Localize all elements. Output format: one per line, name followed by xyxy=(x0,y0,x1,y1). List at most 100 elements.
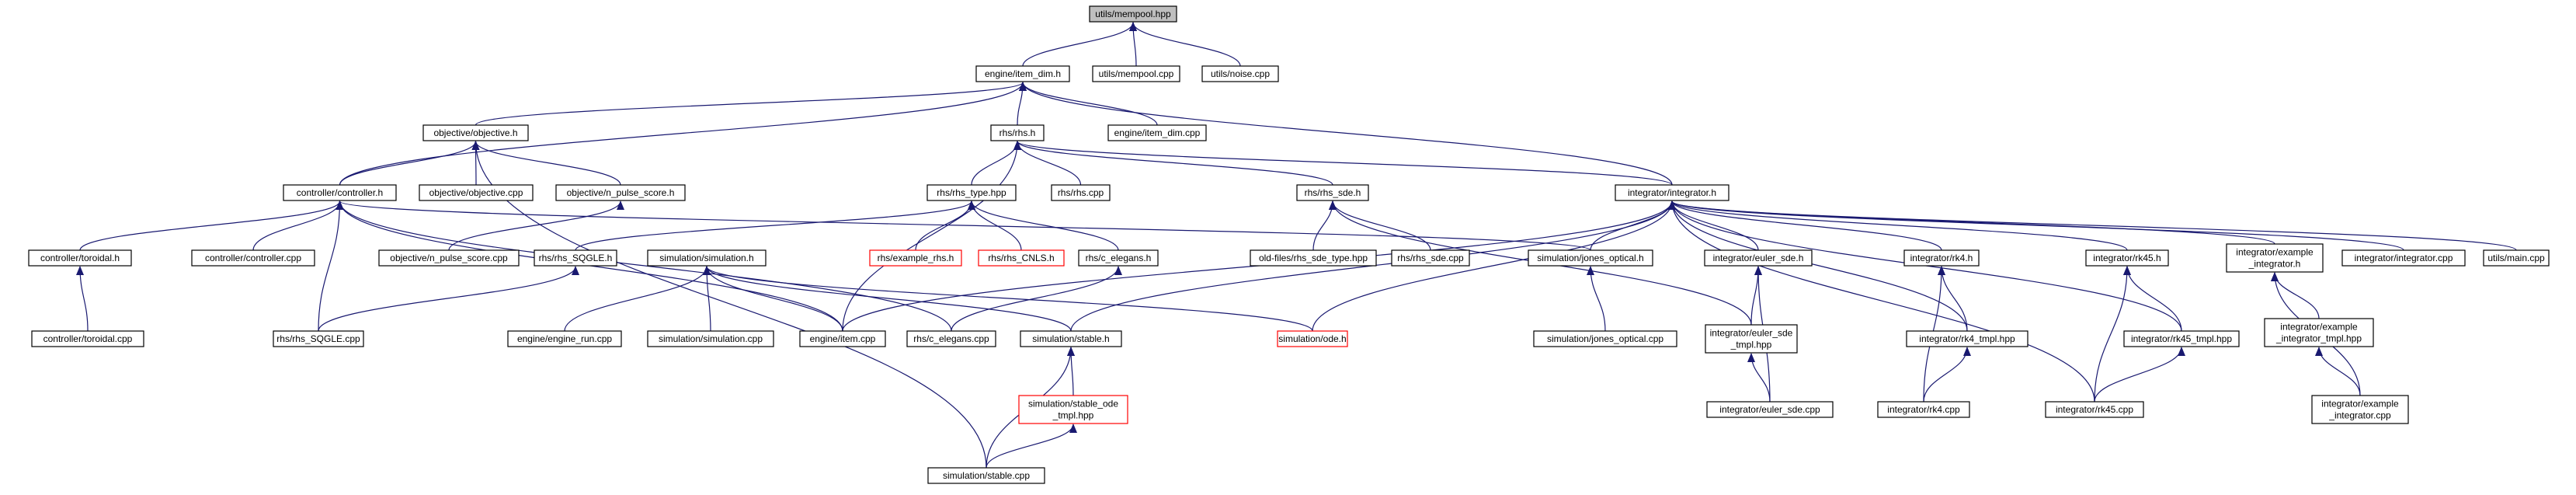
edge-ode_h-to-simulation_h xyxy=(703,266,1313,332)
node-n-pulse-h[interactable]: objective/n_pulse_score.h xyxy=(555,184,686,201)
node-item-dim-cpp[interactable]: engine/item_dim.cpp xyxy=(1107,124,1207,141)
node-box xyxy=(419,184,534,201)
node-integrator-h[interactable]: integrator/integrator.h xyxy=(1615,184,1730,201)
edge-rhs_sde_h-to-rhs_h xyxy=(1013,141,1333,186)
node-rhs-sde-cpp[interactable]: rhs/rhs_sde.cpp xyxy=(1391,249,1470,267)
node-example-integrator-h[interactable]: integrator/example_integrator.h xyxy=(2226,243,2324,273)
node-box xyxy=(1092,65,1180,82)
node-rhs-sqgle-h[interactable]: rhs/rhs_SQGLE.h xyxy=(534,249,617,267)
node-item-cpp[interactable]: engine/item.cpp xyxy=(799,330,886,347)
node-label: integrator/example xyxy=(2280,322,2358,333)
node-simulation-h[interactable]: simulation/simulation.h xyxy=(647,249,767,267)
node-main-cpp[interactable]: utils/main.cpp xyxy=(2483,249,2550,267)
node-euler-sde-tmpl[interactable]: integrator/euler_sde_tmpl.hpp xyxy=(1705,324,1798,354)
node-label: simulation/jones_optical.cpp xyxy=(1547,333,1663,344)
node-engine-run-cpp[interactable]: engine/engine_run.cpp xyxy=(507,330,622,347)
node-rk45-cpp[interactable]: integrator/rk45.cpp xyxy=(2045,401,2144,418)
node-box xyxy=(926,184,1017,201)
node-ode-h[interactable]: simulation/ode.h xyxy=(1277,330,1348,347)
node-label: integrator/rk4.h xyxy=(1910,253,1973,263)
node-label: simulation/ode.h xyxy=(1278,333,1346,344)
node-rhs-type-hpp[interactable]: rhs/rhs_type.hpp xyxy=(926,184,1017,201)
edge-n_pulse_h-to-objective_h xyxy=(471,141,621,186)
node-item-dim-h[interactable]: engine/item_dim.h xyxy=(975,65,1070,82)
node-rk4-h[interactable]: integrator/rk4.h xyxy=(1903,249,1980,267)
edge-rk45_h-to-integrator_h xyxy=(1668,200,2128,251)
node-toroidal-cpp[interactable]: controller/toroidal.cpp xyxy=(31,330,144,347)
node-c-elegans-cpp[interactable]: rhs/c_elegans.cpp xyxy=(906,330,996,347)
edge-old_rhs_sde_type-to-rhs_sde_h xyxy=(1312,200,1337,251)
node-c-elegans-h[interactable]: rhs/c_elegans.h xyxy=(1078,249,1159,267)
node-controller-cpp[interactable]: controller/controller.cpp xyxy=(191,249,315,267)
node-rhs-h[interactable]: rhs/rhs.h xyxy=(990,124,1045,141)
node-stable-cpp[interactable]: simulation/stable.cpp xyxy=(927,467,1045,484)
node-label: rhs/c_elegans.h xyxy=(1086,253,1152,263)
node-mempool-cpp[interactable]: utils/mempool.cpp xyxy=(1092,65,1180,82)
node-label: rhs/c_elegans.cpp xyxy=(913,333,989,344)
edge-item_dim_h-to-mempool_hpp xyxy=(1022,22,1137,67)
edge-c_elegans_cpp-to-controller_h xyxy=(335,200,952,332)
node-label: rhs/rhs_sde.h xyxy=(1305,187,1361,198)
node-label: engine/item.cpp xyxy=(810,333,876,344)
node-label: rhs/rhs.h xyxy=(999,127,1036,138)
node-rk4-tmpl[interactable]: integrator/rk4_tmpl.hpp xyxy=(1906,330,2028,347)
edge-item_cpp-to-simulation_h xyxy=(703,266,843,332)
node-label: integrator/rk45.cpp xyxy=(2056,404,2133,415)
node-jones-optical-h[interactable]: simulation/jones_optical.h xyxy=(1528,249,1653,267)
node-rhs-sde-h[interactable]: rhs/rhs_sde.h xyxy=(1296,184,1369,201)
node-box xyxy=(1201,65,1279,82)
node-objective-cpp[interactable]: objective/objective.cpp xyxy=(419,184,534,201)
node-label: engine/item_dim.h xyxy=(985,68,1061,79)
edge-stable_cpp-to-objective_h xyxy=(471,141,987,469)
node-objective-h[interactable]: objective/objective.h xyxy=(422,124,529,141)
node-label: rhs/rhs_SQGLE.h xyxy=(539,253,613,263)
edge-integrator_cpp-to-integrator_h xyxy=(1668,200,2404,251)
edge-toroidal_cpp-to-toroidal_h xyxy=(76,266,89,332)
node-box xyxy=(1018,395,1128,424)
node-box xyxy=(1706,401,1834,418)
node-box xyxy=(927,467,1045,484)
node-box xyxy=(31,330,144,347)
edge-toroidal_h-to-controller_h xyxy=(79,200,344,251)
node-label: rhs/rhs.cpp xyxy=(1058,187,1104,198)
node-rhs-sqgle-cpp[interactable]: rhs/rhs_SQGLE.cpp xyxy=(273,330,364,347)
node-box xyxy=(990,124,1045,141)
node-old-rhs-sde-type[interactable]: old-files/rhs_sde_type.hpp xyxy=(1250,249,1377,267)
edge-rhs_sqgle_cpp-to-rhs_sqgle_h xyxy=(318,266,579,332)
node-box xyxy=(2264,318,2374,347)
node-jones-optical-cpp[interactable]: simulation/jones_optical.cpp xyxy=(1533,330,1677,347)
node-label: simulation/stable.cpp xyxy=(943,470,1030,481)
node-label: objective/n_pulse_score.cpp xyxy=(390,253,508,263)
edge-main_cpp-to-integrator_h xyxy=(1668,200,2517,251)
node-example-integrator-tmpl[interactable]: integrator/example_integrator_tmpl.hpp xyxy=(2264,318,2374,347)
node-box xyxy=(1296,184,1369,201)
node-rk45-tmpl[interactable]: integrator/rk45_tmpl.hpp xyxy=(2123,330,2240,347)
edge-c_elegans_cpp-to-c_elegans_h xyxy=(951,266,1122,332)
node-example-rhs-h[interactable]: rhs/example_rhs.h xyxy=(869,249,962,267)
node-stable-ode-tmpl[interactable]: simulation/stable_ode_tmpl.hpp xyxy=(1018,395,1128,424)
node-stable-h[interactable]: simulation/stable.h xyxy=(1020,330,1122,347)
node-simulation-cpp[interactable]: simulation/simulation.cpp xyxy=(647,330,774,347)
node-box xyxy=(507,330,622,347)
node-label: simulation/stable.h xyxy=(1032,333,1109,344)
node-rhs-cpp[interactable]: rhs/rhs.cpp xyxy=(1051,184,1111,201)
node-controller-h[interactable]: controller/controller.h xyxy=(283,184,397,201)
node-rhs-cnls-h[interactable]: rhs/rhs_CNLS.h xyxy=(978,249,1065,267)
node-euler-sde-h[interactable]: integrator/euler_sde.h xyxy=(1704,249,1813,267)
edge-euler_sde_cpp-to-euler_sde_tmpl xyxy=(1747,353,1771,403)
node-label: controller/controller.cpp xyxy=(205,253,301,263)
node-box xyxy=(975,65,1070,82)
node-integrator-cpp[interactable]: integrator/integrator.cpp xyxy=(2341,249,2466,267)
node-rk4-cpp[interactable]: integrator/rk4.cpp xyxy=(1877,401,1970,418)
edge-integrator_h-to-item_dim_h xyxy=(1019,82,1673,186)
node-label: simulation/simulation.cpp xyxy=(659,333,763,344)
node-n-pulse-cpp[interactable]: objective/n_pulse_score.cpp xyxy=(378,249,520,267)
node-euler-sde-cpp[interactable]: integrator/euler_sde.cpp xyxy=(1706,401,1834,418)
edge-euler_sde_tmpl-to-euler_sde_h xyxy=(1750,266,1762,326)
node-noise-cpp[interactable]: utils/noise.cpp xyxy=(1201,65,1279,82)
node-example-integrator-cpp[interactable]: integrator/example_integrator.cpp xyxy=(2311,395,2409,424)
node-toroidal-h[interactable]: controller/toroidal.h xyxy=(28,249,132,267)
node-box xyxy=(1877,401,1970,418)
node-rk45-h[interactable]: integrator/rk45.h xyxy=(2085,249,2169,267)
node-label: simulation/simulation.h xyxy=(659,253,753,263)
